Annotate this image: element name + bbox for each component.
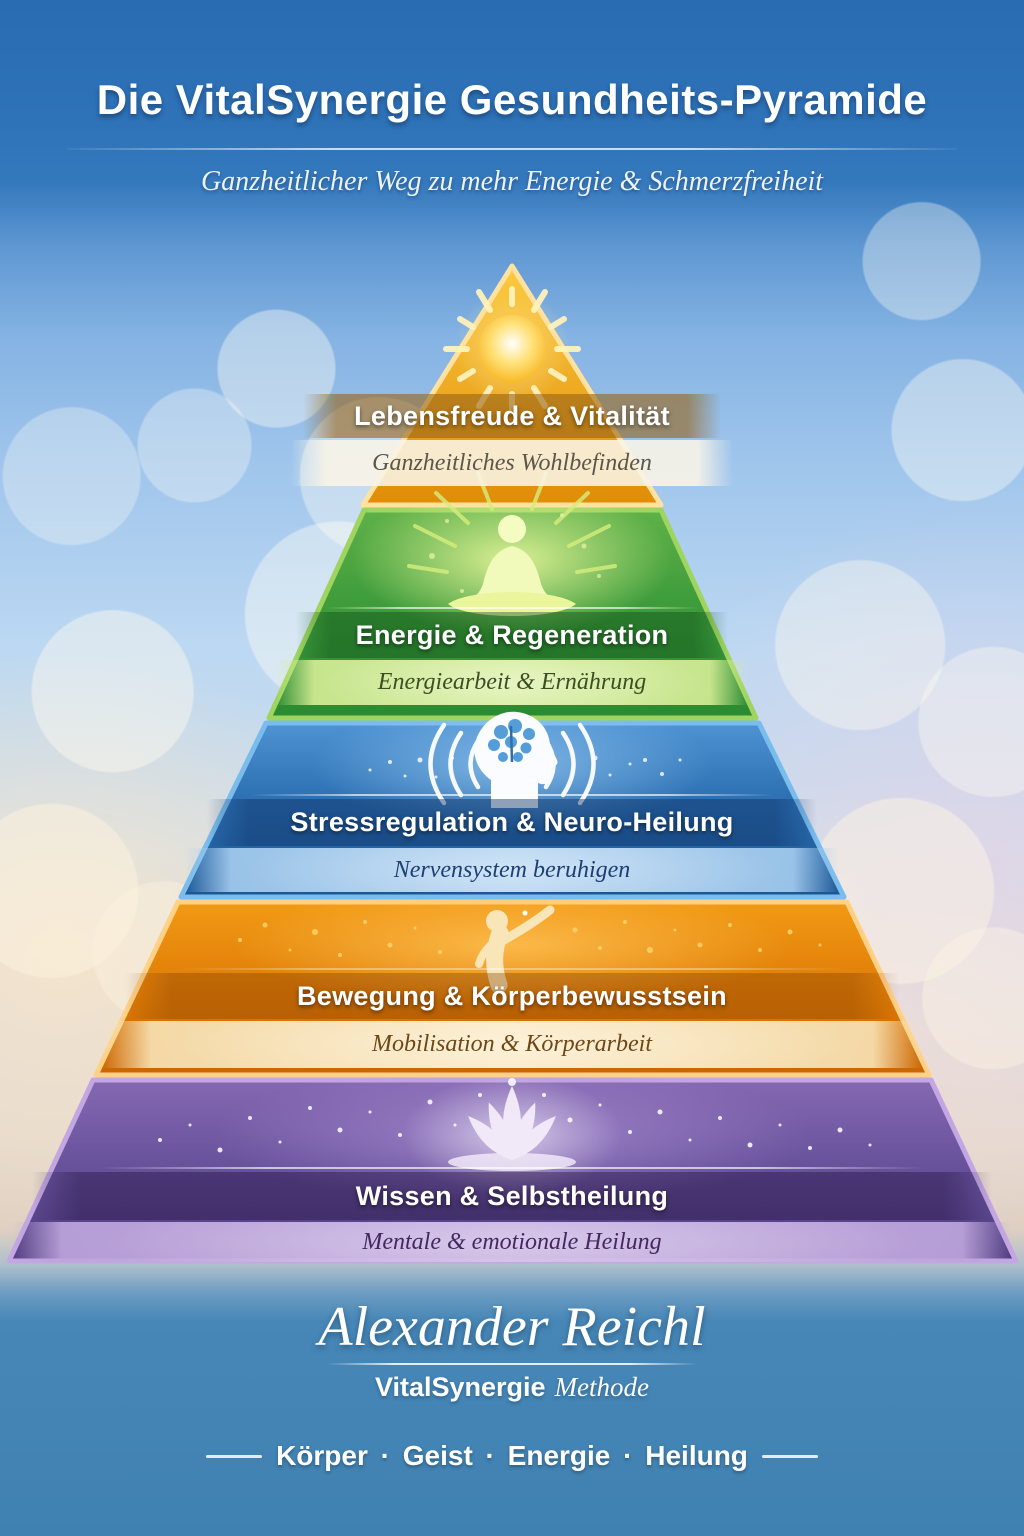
level-3-subtitle-band: Nervensystem beruhigen bbox=[185, 848, 839, 892]
level-2-title: Energie & Regeneration bbox=[355, 619, 669, 650]
level-2-subtitle-band: Energiearbeit & Ernährung bbox=[276, 660, 748, 705]
level-1-subtitle: Ganzheitliches Wohlbefinden bbox=[372, 449, 652, 476]
level-5-title: Wissen & Selbstheilung bbox=[355, 1180, 669, 1211]
level-3-title-band: Stressregulation & Neuro-Heilung bbox=[207, 794, 817, 846]
level-4-title: Bewegung & Körperbewusstsein bbox=[297, 980, 727, 1011]
lotus-icon bbox=[158, 1075, 872, 1195]
meditation-icon bbox=[407, 471, 617, 616]
level-5-subtitle: Mentale & emotionale Heilung bbox=[362, 1228, 662, 1255]
tagline-right-dash bbox=[761, 1454, 818, 1458]
page-subtitle: Ganzheitlicher Weg zu mehr Energie & Sch… bbox=[200, 166, 824, 197]
page-title: Die VitalSynergie Gesundheits-Pyramide bbox=[96, 76, 928, 123]
level-4-subtitle: Mobilisation & Körperarbeit bbox=[371, 1031, 652, 1057]
level-5-subtitle-band: Mentale & emotionale Heilung bbox=[12, 1222, 1012, 1262]
tagline-text: Körper · Geist · Energie · Heilung bbox=[276, 1440, 748, 1471]
level-3-subtitle: Nervensystem beruhigen bbox=[393, 856, 631, 883]
header-divider bbox=[67, 148, 957, 150]
level-5-title-band: Wissen & Selbstheilung bbox=[32, 1167, 992, 1220]
movement-figure-icon bbox=[238, 905, 822, 994]
level-4-title-band: Bewegung & Körperbewusstsein bbox=[125, 968, 899, 1019]
level-2-title-band: Energie & Regeneration bbox=[296, 607, 728, 658]
brand-suffix: Methode bbox=[554, 1372, 650, 1402]
level-4-subtitle-band: Mobilisation & Körperarbeit bbox=[102, 1021, 922, 1068]
signature: Alexander Reichl bbox=[318, 1296, 706, 1358]
tagline: Körper · Geist · Energie · Heilung bbox=[0, 1440, 1024, 1472]
brand-line: VitalSynergie Methode bbox=[0, 1372, 1024, 1403]
level-2-subtitle: Energiearbeit & Ernährung bbox=[377, 669, 647, 695]
level-1-subtitle-band: Ganzheitliches Wohlbefinden bbox=[291, 440, 733, 486]
level-3-title: Stressregulation & Neuro-Heilung bbox=[290, 807, 734, 837]
neuro-head-icon bbox=[368, 711, 682, 808]
header: Die VitalSynergie Gesundheits-Pyramide G… bbox=[0, 0, 1024, 198]
brand-name: VitalSynergie bbox=[374, 1372, 546, 1402]
tagline-left-dash bbox=[206, 1454, 263, 1458]
signature-divider bbox=[327, 1363, 697, 1365]
level-1-title: Lebensfreude & Vitalität bbox=[354, 400, 670, 431]
level-1-title-band: Lebensfreude & Vitalität bbox=[303, 394, 721, 438]
